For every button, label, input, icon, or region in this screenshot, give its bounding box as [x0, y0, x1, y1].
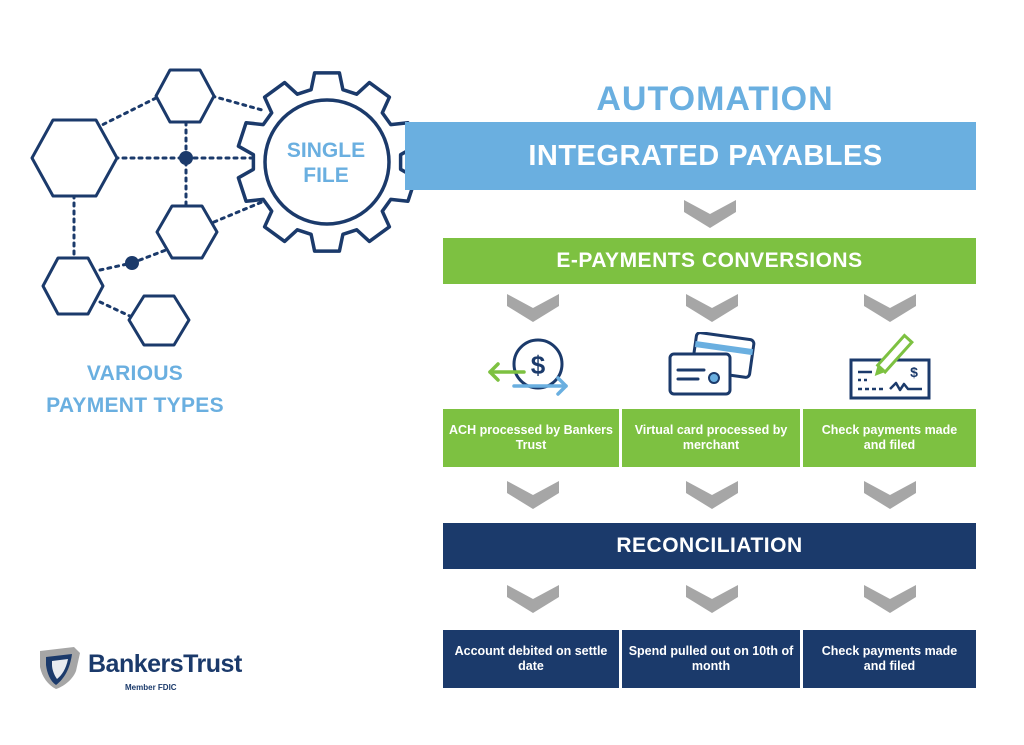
hexagon-top	[154, 68, 216, 124]
node-dot	[179, 151, 193, 165]
bankers-trust-wordmark: BankersTrust	[88, 650, 242, 678]
check-payments-box: Check payments made and filed	[803, 409, 976, 467]
node-dot	[125, 256, 139, 270]
integrated-payables-bar: INTEGRATED PAYABLES	[405, 122, 976, 190]
payment-network-diagram	[30, 68, 418, 347]
chevron-down-icon	[507, 294, 559, 322]
chevron-down-icon	[507, 481, 559, 509]
hexagon-large	[30, 118, 119, 198]
bankers-trust-shield-logo	[40, 647, 80, 689]
account-debited-box: Account debited on settle date	[443, 630, 619, 688]
ach-dollar-icon: $	[488, 338, 568, 396]
gear-icon	[236, 71, 418, 253]
virtual-card-icon	[668, 332, 756, 396]
chevron-down-icon	[686, 294, 738, 322]
e-payments-conversions-bar: E-PAYMENTS CONVERSIONS	[443, 238, 976, 284]
chevron-down-icon	[686, 481, 738, 509]
hexagon-left	[41, 256, 105, 316]
chevron-down-icon	[864, 481, 916, 509]
ach-processed-box: ACH processed by Bankers Trust	[443, 409, 619, 467]
automation-title: AUTOMATION	[596, 80, 834, 118]
hexagon-middle	[155, 204, 219, 260]
check-pen-icon: $	[849, 333, 931, 400]
svg-text:$: $	[910, 364, 918, 380]
reconciliation-bar: RECONCILIATION	[443, 523, 976, 569]
check-payments-filed-box: Check payments made and filed	[803, 630, 976, 688]
hexagon-bottom	[127, 294, 191, 347]
spend-pulled-box: Spend pulled out on 10th of month	[622, 630, 800, 688]
chevron-down-icon	[864, 294, 916, 322]
integrated-payables-label: INTEGRATED PAYABLES	[528, 140, 883, 172]
virtual-card-processed-box: Virtual card processed by merchant	[622, 409, 800, 467]
chevron-down-icon	[684, 200, 736, 228]
chevron-down-icon	[686, 585, 738, 613]
svg-text:$: $	[531, 350, 546, 380]
chevron-down-icon	[864, 585, 916, 613]
chevron-down-icon	[507, 585, 559, 613]
member-fdic-label: Member FDIC	[125, 683, 177, 692]
